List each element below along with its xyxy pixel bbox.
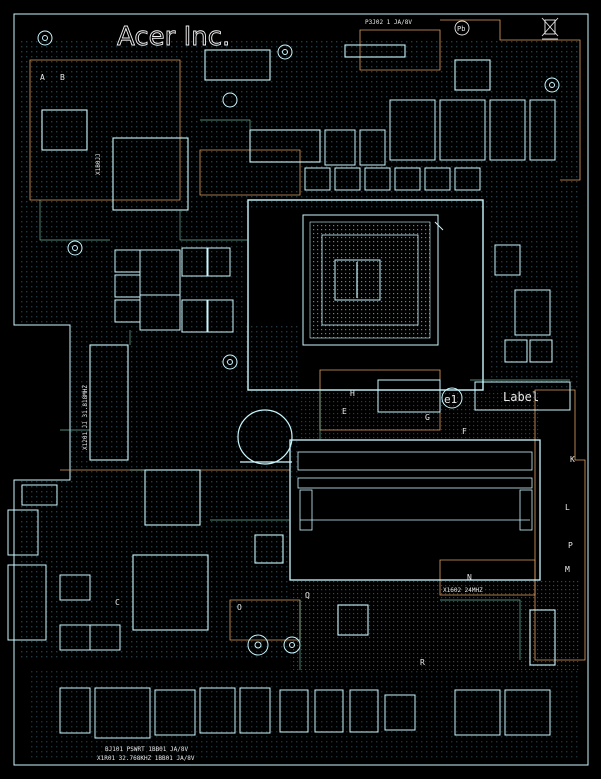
zone-letter: B [60,73,65,82]
crystal-label-left-2: X1B0JJ [95,153,102,175]
mid-crystal-label: X1602 24MHZ [443,587,483,594]
coin-battery [237,409,293,465]
zone-letter: F [462,427,467,436]
top-ref-text: P3J02 1 JA/8V [365,19,412,26]
zone-letter: E [342,407,347,416]
zone-letter: M [565,565,570,574]
crystal-label-left: X1201 JJ 31.818MHZ [82,385,89,450]
board-title: Acer Inc. [117,22,230,52]
zone-letter: K [570,455,575,464]
zone-letter: G [425,413,430,422]
fiducial-label: e1 [444,393,457,406]
zone-letter: Q [305,591,310,600]
fiducial-mark [441,387,463,409]
rohs-icon: Pb [454,20,470,36]
svg-text:Pb: Pb [457,25,465,33]
zone-letter: O [237,603,242,612]
power-inductors [59,99,556,651]
zone-letter: C [115,598,120,607]
zone-letter: H [350,389,355,398]
label-text: Label [503,390,539,404]
memory-slot [289,439,541,581]
copper-traces [39,119,570,670]
zone-letter: N [467,573,472,582]
ic-packages [41,44,556,666]
zone-letter: R [420,658,425,667]
label-box [474,381,571,411]
zone-letters: A B E F H K L M N P O Q G C R [40,73,575,667]
zone-letter: A [40,73,45,82]
zone-letter: P [568,541,573,550]
io-connectors [7,484,551,739]
weee-bin-icon [541,17,559,40]
cpu-socket [247,199,484,391]
mounting-hole-icon [37,30,560,656]
zone-letter: L [565,503,570,512]
bottom-label-2: X1R01 32.768KHZ 1BB01 JA/8V [97,755,195,762]
bottom-label-1: BJ101 PSWRT 1BB01 JA/8V [105,746,188,753]
